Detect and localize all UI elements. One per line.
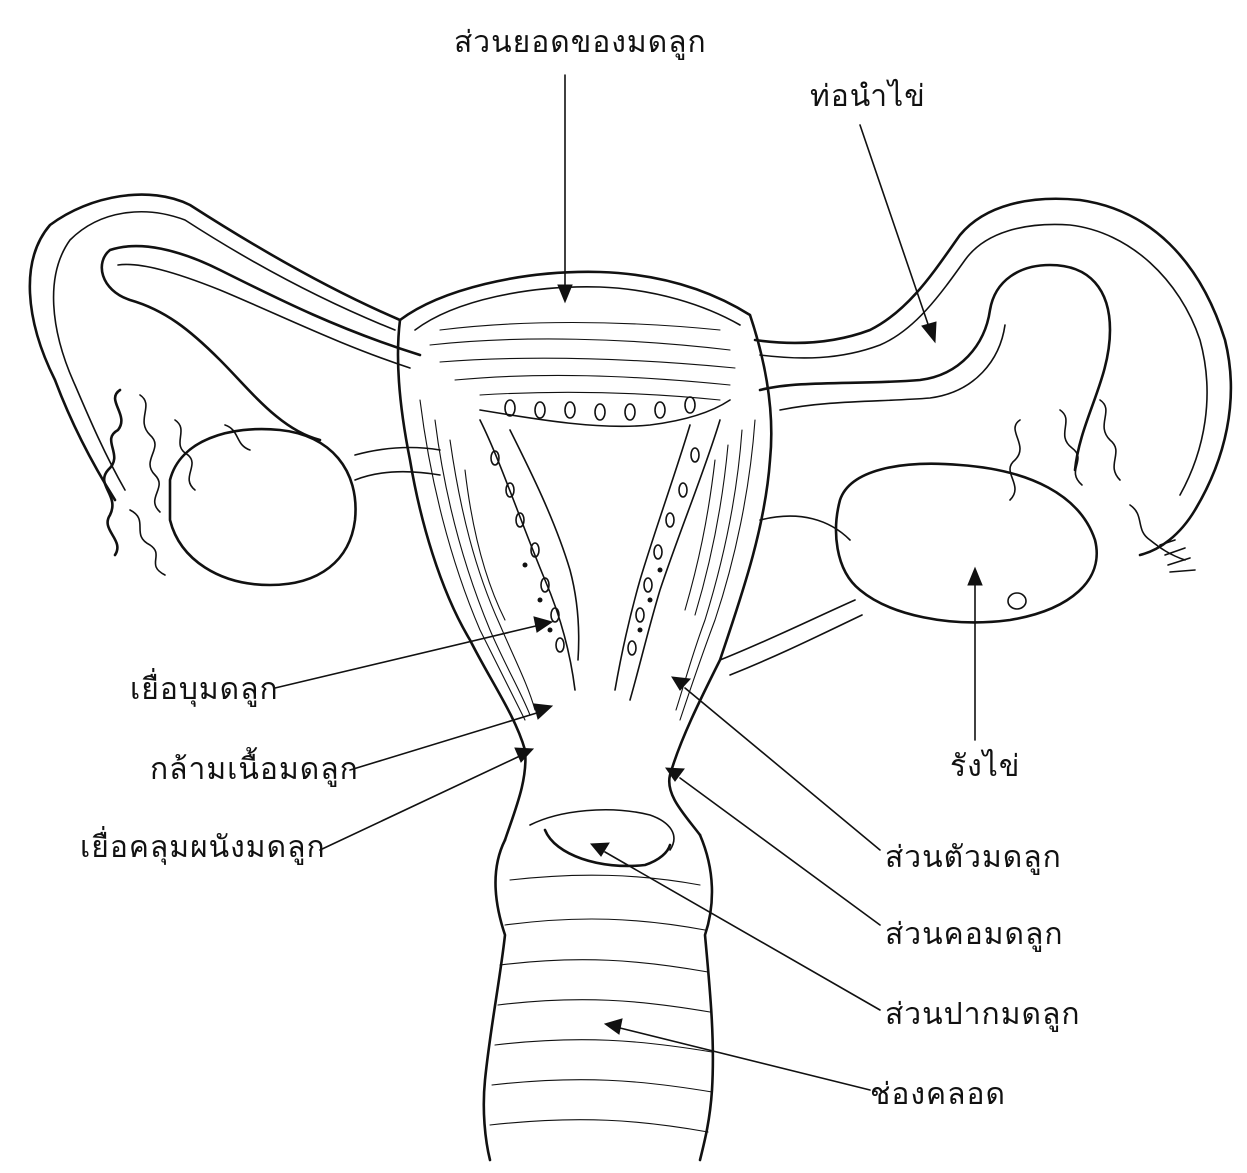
label-uterine-body: ส่วนตัวมดลูก xyxy=(885,843,1062,873)
label-perimetrium: เยื่อคลุมผนังมดลูก xyxy=(80,833,326,863)
left-fimbriae xyxy=(104,390,250,575)
right-fallopian-tube xyxy=(755,199,1231,555)
label-ovary: รังไข่ xyxy=(950,752,1020,782)
cervix-and-vagina xyxy=(484,810,713,1160)
label-fundus: ส่วนยอดของมดลูก xyxy=(454,28,707,58)
label-endometrium: เยื่อบุมดลูก xyxy=(130,675,279,705)
label-vagina: ช่องคลอด xyxy=(870,1080,1006,1110)
endometrium xyxy=(480,397,720,700)
left-fallopian-tube xyxy=(30,195,420,500)
right-fimbriae xyxy=(1010,400,1195,572)
myometrium-fibers xyxy=(420,400,755,720)
label-cervix: ส่วนคอมดลูก xyxy=(885,920,1064,950)
uterus xyxy=(398,272,771,840)
label-myometrium: กล้ามเนื้อมดลูก xyxy=(150,755,359,785)
label-fallopian-tube: ท่อนำไข่ xyxy=(810,82,926,112)
label-cervical-os: ส่วนปากมดลูก xyxy=(885,1000,1081,1030)
left-ovary xyxy=(170,429,440,585)
right-ovary xyxy=(720,464,1097,675)
leader-lines xyxy=(275,75,982,1090)
